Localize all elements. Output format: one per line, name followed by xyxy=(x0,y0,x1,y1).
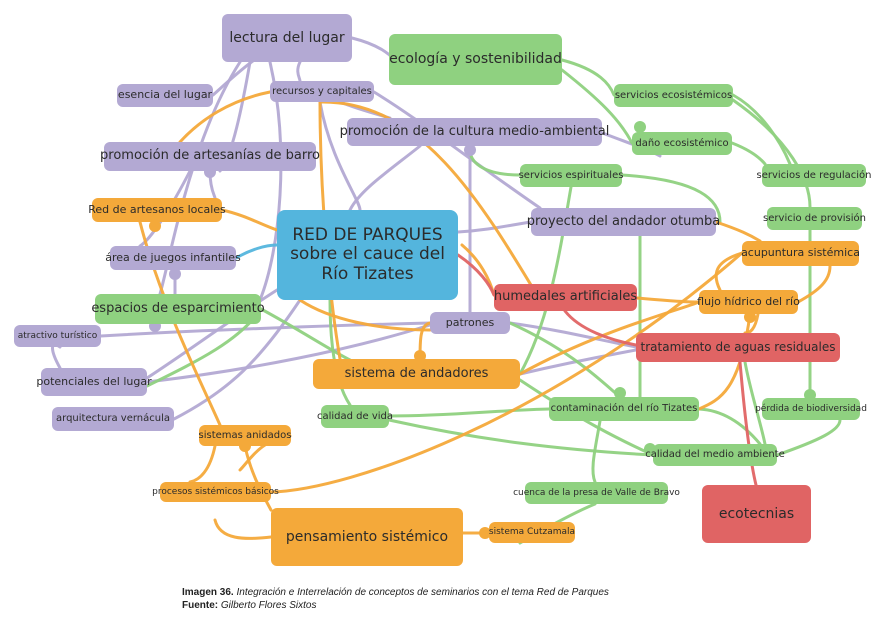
node-contaminacion-rio: contaminación del río Tizates xyxy=(549,397,699,421)
connector-line xyxy=(188,444,217,484)
connector-line xyxy=(591,419,602,484)
node-proyecto-andador-otumba: proyecto del andador otumba xyxy=(527,208,720,236)
connector-line xyxy=(518,348,638,376)
connector-line xyxy=(372,90,542,210)
connector-line xyxy=(714,220,762,243)
connector-line xyxy=(243,444,273,512)
connector-knob xyxy=(464,144,476,156)
node-cuenca-valle-bravo: cuenca de la presa de Valle de Bravo xyxy=(513,482,680,504)
caption-source-line: Fuente: Gilberto Flores Sixtos xyxy=(182,599,609,612)
connector-line xyxy=(298,298,432,332)
connector-line xyxy=(172,298,302,421)
node-red-artesanos: Red de artesanos locales xyxy=(88,198,226,222)
connector-line xyxy=(456,220,533,234)
connector-line xyxy=(731,98,812,209)
connector-knob xyxy=(634,121,646,133)
node-calidad-medio-ambiente: calidad del medio ambiente xyxy=(645,444,785,466)
connector-line xyxy=(518,378,655,457)
connector-knob xyxy=(614,387,626,399)
connector-line xyxy=(296,60,302,83)
node-flujo-hidrico: flujo hídrico del río xyxy=(697,290,800,314)
connector-line xyxy=(697,407,762,446)
connector-line xyxy=(145,323,432,384)
connector-line xyxy=(560,58,616,97)
connector-line xyxy=(51,343,62,370)
connector-line xyxy=(738,360,758,487)
connector-knob xyxy=(169,268,181,280)
node-procesos-sistemicos: procesos sistémicos básicos xyxy=(152,482,279,502)
connector-line xyxy=(560,68,634,145)
node-sistemas-anidados: sistemas anidados xyxy=(199,425,291,446)
caption-title: Integración e Interrelación de conceptos… xyxy=(236,587,609,598)
figure-caption: Imagen 36. Integración e Interrelación d… xyxy=(182,586,609,612)
node-servicios-espirituales: servicios espirituales xyxy=(519,164,623,187)
node-recursos-capitales: recursos y capitales xyxy=(270,81,374,102)
connector-line xyxy=(269,251,744,494)
caption-title-line: Imagen 36. Integración e Interrelación d… xyxy=(182,586,609,599)
connector-line xyxy=(563,309,638,347)
node-acupuntura-sistemica: acupuntura sistémica xyxy=(741,241,860,266)
node-sistema-andadores: sistema de andadores xyxy=(313,359,520,389)
connector-knob xyxy=(149,220,161,232)
node-potenciales-del-lugar: potenciales del lugar xyxy=(36,368,152,396)
connector-line xyxy=(714,251,744,292)
node-arquitectura-vernacula: arquitectura vernácula xyxy=(52,407,174,431)
connector-line xyxy=(387,418,655,457)
node-ecotecnias: ecotecnias xyxy=(702,485,811,543)
connector-line xyxy=(158,60,242,296)
node-atractivo-turistico: atractivo turístico xyxy=(14,325,101,347)
node-area-juegos: área de juegos infantiles xyxy=(105,246,241,270)
connector-line xyxy=(387,407,551,418)
connector-line xyxy=(743,312,760,335)
connector-line xyxy=(620,173,722,224)
caption-source: Gilberto Flores Sixtos xyxy=(220,600,317,611)
caption-prefix: Imagen 36. xyxy=(182,587,234,598)
node-tratamiento-aguas: tratamiento de aguas residuales xyxy=(636,333,840,362)
node-espacios-esparcimiento: espacios de esparcimiento xyxy=(91,294,265,324)
connector-line xyxy=(213,518,273,540)
connector-line xyxy=(318,100,362,212)
connector-line xyxy=(796,264,832,304)
connector-knob xyxy=(479,527,491,539)
connector-line xyxy=(731,93,792,166)
node-patrones: patrones xyxy=(430,312,510,334)
node-esencia-del-lugar: esencia del lugar xyxy=(117,84,213,107)
connector-line xyxy=(318,100,542,302)
node-promocion-artesanias: promoción de artesanías de barro xyxy=(100,142,320,171)
connector-line xyxy=(730,141,767,166)
node-sistema-cutzamala: sistema Cutzamala xyxy=(489,522,575,543)
connector-line xyxy=(178,90,272,144)
node-servicios-regulacion: servicios de regulación xyxy=(757,164,872,187)
connector-knob xyxy=(744,311,756,323)
connector-line xyxy=(468,148,522,177)
node-ecologia-sostenibilidad: ecología y sostenibilidad xyxy=(389,34,562,85)
node-servicios-ecosistemicos: servicios ecosistémicos xyxy=(614,84,733,107)
node-humedales-artificiales: humedales artificiales xyxy=(494,284,637,311)
connector-line xyxy=(508,321,622,399)
connector-line xyxy=(234,243,279,260)
connector-line xyxy=(220,208,279,232)
connector-line xyxy=(518,300,701,376)
connector-line xyxy=(456,253,496,297)
connector-line xyxy=(145,288,279,380)
connector-line xyxy=(508,321,638,349)
node-promocion-cultura: promoción de la cultura medio-ambiental xyxy=(340,118,609,146)
node-dano-ecosistemico: daño ecosistémico xyxy=(632,132,732,155)
node-lectura-del-lugar: lectura del lugar xyxy=(222,14,352,62)
node-red-de-parques: RED DE PARQUES sobre el cauce del Río Ti… xyxy=(277,210,458,300)
node-calidad-de-vida: calidad de vida xyxy=(317,405,393,428)
node-perdida-biodiversidad: pérdida de biodiversidad xyxy=(755,398,867,420)
connector-line xyxy=(99,321,432,338)
connector-line xyxy=(743,360,767,446)
connector-line xyxy=(775,418,842,457)
connector-line xyxy=(635,296,701,304)
connector-line xyxy=(259,307,352,362)
node-pensamiento-sistemico: pensamiento sistémico xyxy=(271,508,463,566)
connector-line xyxy=(348,144,422,212)
node-servicio-provision: servicio de provisión xyxy=(763,207,866,230)
caption-source-label: Fuente: xyxy=(182,600,219,611)
